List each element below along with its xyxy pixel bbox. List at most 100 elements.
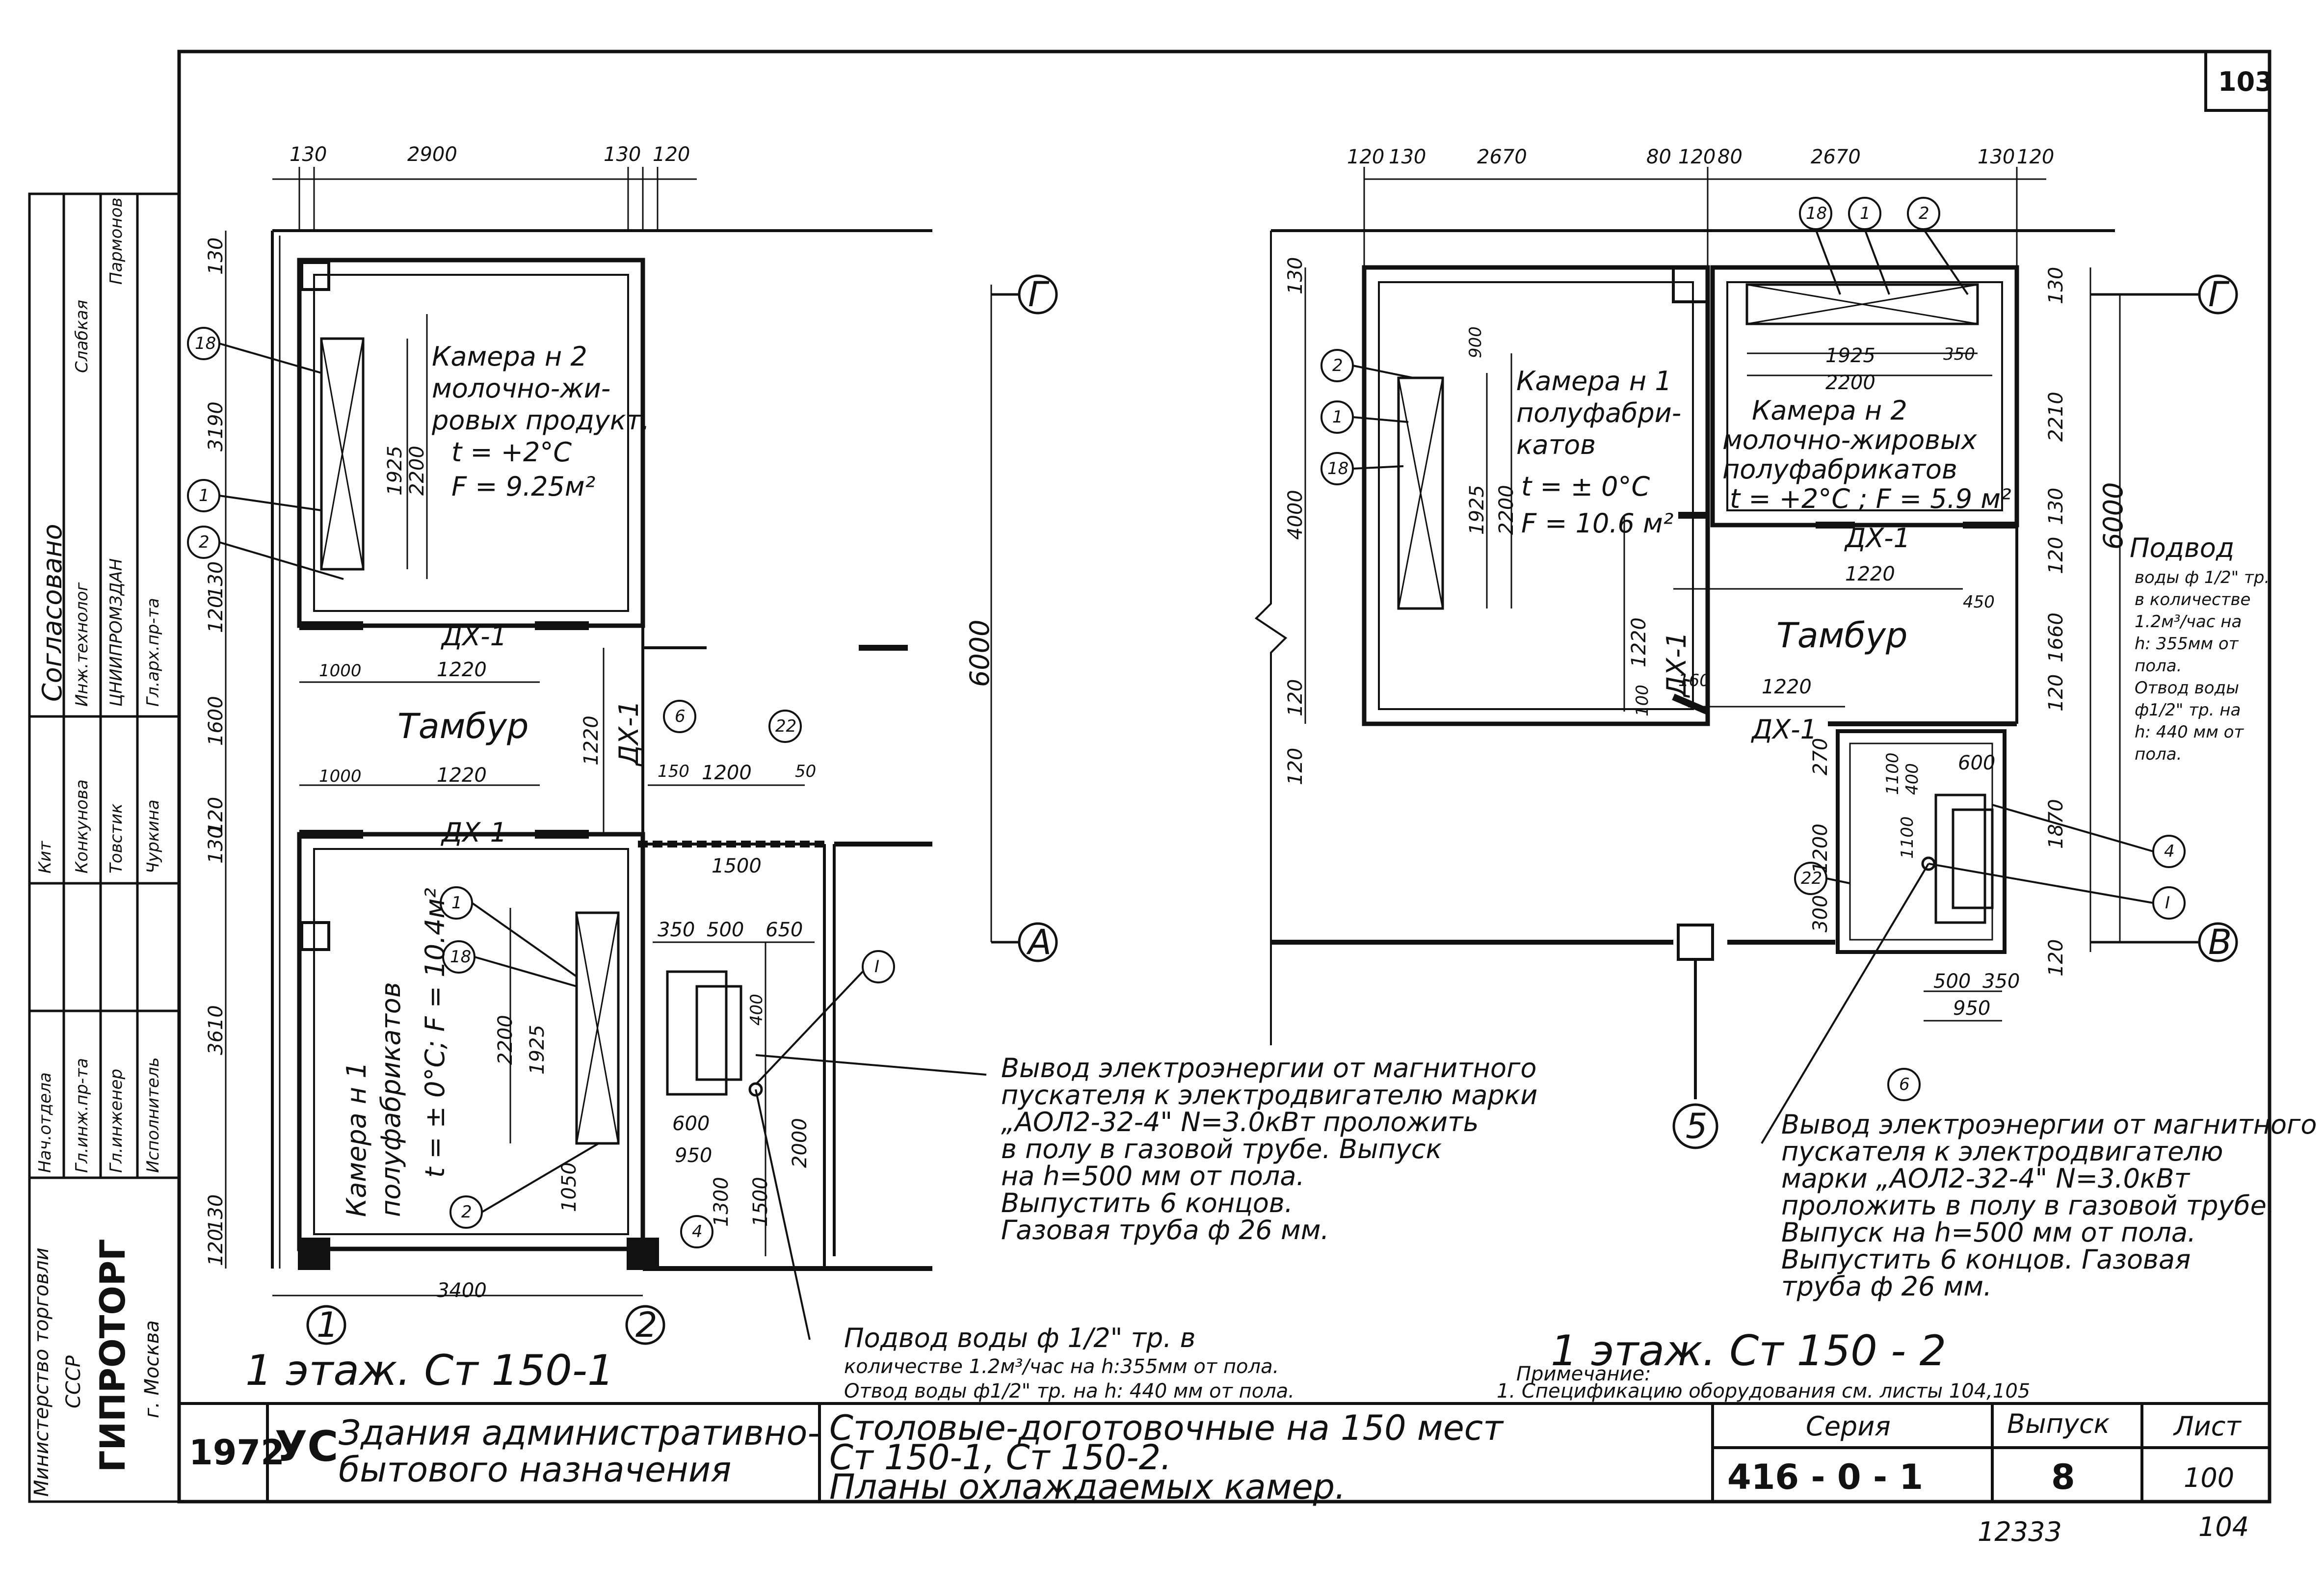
title-drawing-line-1: Столовые-доготовочные на 150 мест <box>829 1408 1504 1448</box>
right-water-note-8: h: 440 мм от <box>2135 722 2244 742</box>
power-note-right-6: труба ф 26 мм. <box>1781 1271 1992 1302</box>
left-inner-dim-3: 1000 <box>319 661 362 681</box>
left-callout-I: I <box>874 957 880 977</box>
right-plan-caption: 1 этаж. Ст 150 - 2 <box>1551 1326 1947 1376</box>
left-inner-dim-18: 400 <box>747 994 766 1026</box>
sheet-value: 100 <box>2184 1462 2235 1493</box>
staff-role-3: Гл.инженер <box>106 1068 126 1173</box>
right-inner-dim-14: 1200 <box>1809 823 1832 873</box>
right-inner-dim-22: 950 <box>1953 997 1991 1020</box>
approvals-heading: Согласовано <box>37 524 68 702</box>
right-dim-top-5: 120 <box>1678 146 1716 168</box>
right-inner-dim-6: 2200 <box>1495 485 1518 535</box>
right-door-1: ДХ-1 <box>1845 523 1911 554</box>
left-room-bottom-l2: полуфабрикатов <box>375 982 406 1217</box>
staff-role-2: Гл.инж.пр-та <box>72 1058 92 1173</box>
break-line <box>1254 564 1288 1045</box>
right-inner-dim-1: 1925 <box>1825 344 1875 367</box>
title-drawing-line-3: Планы охлаждаемых камер. <box>829 1467 1346 1507</box>
right-dim-6000: 6000 <box>2098 482 2129 550</box>
bottom-code-left: 12333 <box>1978 1516 2062 1547</box>
right-inner-dim-5: 1925 <box>1466 485 1488 535</box>
right-room-right-l1: Камера н 2 <box>1752 395 1907 426</box>
left-inner-dim-6: 1220 <box>437 764 487 787</box>
title-year: 1972 <box>189 1432 285 1473</box>
right-dim-right-6: 120 <box>2045 674 2067 712</box>
right-water-note-6: Отвод воды <box>2135 678 2239 698</box>
right-dim-top-8: 130 <box>1978 146 2015 168</box>
right-callout-22: 22 <box>1801 869 1822 888</box>
right-water-note-4: h: 355мм от <box>2135 634 2239 654</box>
right-axis-g: Г <box>2208 274 2227 315</box>
right-dim-top-4: 80 <box>1646 146 1671 168</box>
right-water-note-7: ф1/2" тр. на <box>2135 700 2241 720</box>
issue-value: 8 <box>2051 1457 2075 1497</box>
right-water-note-9: пола. <box>2135 744 2182 764</box>
right-inner-dim-18: 400 <box>1902 763 1922 795</box>
left-dim-v-8: 3610 <box>205 1005 227 1055</box>
right-dim-top-1: 120 <box>1347 146 1385 168</box>
right-plan-dimension-lines <box>1304 167 2121 1022</box>
right-dim-top-6: 80 <box>1717 146 1743 168</box>
left-room-top-l4: t = +2°C <box>451 437 572 468</box>
title-series-mark: УС <box>275 1422 339 1471</box>
left-axis-a: А <box>1028 922 1052 962</box>
power-note-right-3: проложить в полу в газовой трубе. <box>1781 1190 2275 1221</box>
left-callout-6: 6 <box>675 707 686 726</box>
left-dim-v-7: 120 <box>205 796 227 834</box>
left-room-top-l2: молочно-жи- <box>432 373 611 404</box>
right-inner-dim-20: 500 <box>1933 970 1971 993</box>
approval-name-1: Слабкая <box>72 299 92 373</box>
right-inner-dim-2: 350 <box>1943 344 1975 364</box>
right-dim-right-3: 130 <box>2045 487 2067 525</box>
power-note-left-5: Выпустить 6 концов. <box>1001 1188 1293 1218</box>
right-callout-1a: 1 <box>1860 204 1871 223</box>
left-inner-dim-13: 50 <box>795 762 817 781</box>
right-inner-dim-9: 450 <box>1963 592 1995 612</box>
left-dim-top-3: 130 <box>604 143 641 166</box>
right-room-left-l5: F = 10.6 м² <box>1521 508 1674 539</box>
left-axis-1: 1 <box>317 1305 339 1345</box>
right-inner-dim-11: 100 <box>1633 685 1652 716</box>
approval-strip-lines <box>28 192 181 1503</box>
left-inner-dim-11: 150 <box>658 762 689 781</box>
org-giprotorg: ГИПРОТОРГ <box>93 1239 133 1472</box>
approval-role-2: ЦНИИПРОМЗДАН <box>106 558 126 707</box>
right-dim-left-2: 4000 <box>1284 490 1307 540</box>
series-label: Серия <box>1806 1411 1891 1442</box>
issue-label: Выпуск <box>2007 1408 2110 1439</box>
water-note-left-2: Отвод воды ф1/2" тр. на h: 440 мм от пол… <box>844 1380 1294 1403</box>
right-axis-5: 5 <box>1686 1106 1708 1146</box>
right-room-left-l2: полуфабри- <box>1516 397 1682 428</box>
left-inner-dim-5: 1000 <box>319 767 362 786</box>
right-room-right-l2: молочно-жировых <box>1722 424 1977 455</box>
right-inner-dim-7: 1220 <box>1845 563 1895 585</box>
right-callout-2b: 2 <box>1332 356 1343 375</box>
right-room-left-l3: катов <box>1516 429 1596 460</box>
left-room-bottom-l1: Камера н 1 <box>341 1061 372 1217</box>
left-dim-v-4: 130 <box>205 561 227 599</box>
power-note-right-1: пускателя к электродвигателю <box>1781 1136 2223 1167</box>
right-dim-right-1: 130 <box>2045 266 2067 304</box>
right-dim-right-8: 120 <box>2045 939 2067 977</box>
right-vestibule: Тамбур <box>1776 615 1908 656</box>
right-dim-left-1: 130 <box>1284 257 1307 294</box>
left-dim-bottom: 3400 <box>437 1279 487 1302</box>
left-inner-dim-19: 600 <box>672 1112 710 1135</box>
title-drawing-line-2: Ст 150-1, Ст 150-2. <box>829 1437 1172 1478</box>
right-inner-dim-12: 160 <box>1678 671 1710 690</box>
right-water-note-5: пола. <box>2135 656 2182 676</box>
left-inner-dim-1: 1925 <box>384 446 406 496</box>
left-inner-dim-20: 950 <box>675 1144 713 1167</box>
right-inner-dim-13: 270 <box>1809 738 1832 775</box>
right-callout-I: I <box>2165 893 2170 913</box>
approval-name-2: Пармонов <box>106 197 126 285</box>
power-note-right-0: Вывод электроэнергии от магнитного <box>1781 1109 2317 1140</box>
right-callout-1b: 1 <box>1332 407 1343 427</box>
water-note-left-0: Подвод воды ф 1/2" тр. в <box>844 1323 1196 1353</box>
approval-role-1: Инж.технолог <box>72 582 92 707</box>
right-water-note-0: Подвод <box>2130 532 2235 563</box>
right-inner-dim-19: 600 <box>1958 752 1996 774</box>
left-dim-v-2: 3190 <box>205 401 227 451</box>
